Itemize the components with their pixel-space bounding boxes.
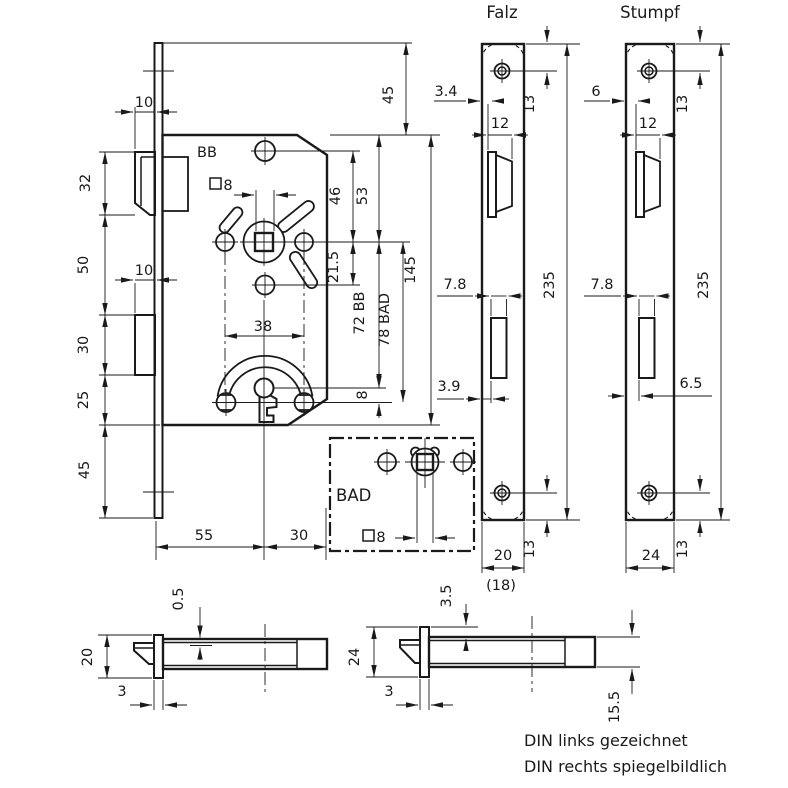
dead-bolt	[134, 314, 156, 376]
dim-bad-square: 8	[376, 530, 385, 546]
falz-latch-bevel	[495, 154, 513, 213]
dim-bolt-to-bottom: 25	[76, 391, 92, 409]
dim-case-height: 145	[403, 256, 419, 284]
label-bb: BB	[197, 145, 217, 161]
dim-bad-case-thickness: 15.5	[607, 691, 623, 723]
dim-falz-slot-width: 7.8	[443, 277, 466, 293]
dim-falz-screw-bottom: 13	[522, 540, 538, 558]
dim-hub-to-key-bad: 78 BAD	[377, 293, 393, 347]
bad-box-border	[328, 436, 476, 553]
falz-bolt-slot	[490, 317, 508, 379]
slot-ne	[277, 200, 315, 233]
latch-tail	[161, 156, 189, 212]
dim-backset: 55	[195, 528, 213, 544]
dim-bolt-protrusion: 10	[135, 263, 153, 279]
note-din-left: DIN links gezeichnet	[524, 731, 688, 750]
dim-hub-to-hole: 46	[328, 187, 344, 205]
dim-stumpf-slot-width: 7.8	[590, 277, 613, 293]
dim-stumpf-slot-offset: 6.5	[679, 376, 702, 392]
stumpf-latch-face	[635, 151, 645, 218]
dim-stumpf-plate-offset: 6	[591, 84, 600, 100]
dim-bad-plate-width: 24	[347, 648, 363, 666]
dim-bb-plate-width: 20	[80, 648, 96, 666]
dim-stumpf-plate-length: 235	[696, 271, 712, 299]
bad-variant-box: BAD 8	[328, 436, 476, 553]
dim-stumpf-latch-width: 12	[639, 116, 657, 132]
bad-faceplate-section	[419, 626, 430, 678]
dim-bottom-margin: 45	[77, 461, 93, 479]
dim-hub-to-stop: 21.5	[326, 251, 342, 283]
lock-case-outline	[161, 133, 329, 427]
dim-hub-to-key-bb: 72 BB	[352, 292, 368, 335]
dim-follower-square: 8	[223, 178, 232, 194]
dim-latch-protrusion: 10	[135, 95, 153, 111]
falz-title: Falz	[486, 3, 517, 22]
stumpf-view: Stumpf 6 12 13 235 7.8	[584, 3, 730, 573]
dim-bb-plate-thickness: 3	[117, 684, 126, 700]
side-view-bad: 3.5 24 3 15.5	[347, 584, 640, 723]
dim-falz-plate-length: 235	[542, 271, 558, 299]
label-bad: BAD	[336, 486, 371, 505]
stumpf-bolt-slot	[638, 317, 656, 379]
slot-nw	[218, 206, 244, 234]
dim-stumpf-plate-width: 24	[642, 548, 660, 564]
square-symbol	[209, 177, 222, 190]
falz-latch-face	[487, 151, 497, 218]
dim-bad-plate-thickness: 3	[384, 684, 393, 700]
din-notes: DIN links gezeichnet DIN rechts spiegelb…	[524, 731, 727, 776]
dim-falz-slot-offset: 3.9	[437, 379, 460, 395]
dim-hub-to-back: 30	[290, 528, 308, 544]
latch-bolt	[134, 151, 156, 216]
bb-faceplate-section	[153, 634, 164, 679]
bb-case-section	[161, 637, 329, 671]
dim-bb-latch-recess: 0.5	[171, 587, 187, 610]
dim-falz-latch-width: 12	[491, 116, 509, 132]
bad-latch-section	[399, 639, 421, 664]
bad-case-section	[427, 635, 597, 669]
stumpf-latch-bevel	[643, 154, 661, 213]
bb-latch-section	[133, 642, 155, 665]
square-symbol	[362, 529, 375, 542]
side-view-bb: 0.5 20 3	[80, 587, 329, 710]
dim-latch-height: 32	[78, 174, 94, 192]
arc-slot	[216, 354, 314, 399]
dim-falz-screw-top: 13	[522, 95, 538, 113]
main-view-dimensions: 32 50 30 25 45 10 10 45 145 46 53 21.5	[76, 42, 440, 560]
dim-bad-latch-recess: 3.5	[439, 584, 455, 607]
falz-view: Falz 3.4 12 13 235 7.8	[434, 3, 580, 594]
dim-falz-plate-offset: 3.4	[434, 84, 457, 100]
slot-se	[288, 251, 319, 289]
dim-top-offset: 45	[381, 86, 397, 104]
dim-hole-spacing: 38	[254, 319, 272, 335]
dim-bolt-height: 30	[76, 336, 92, 354]
dim-latch-to-bolt: 50	[76, 256, 92, 274]
note-din-right: DIN rechts spiegelbildlich	[524, 757, 727, 776]
dim-key-offset: 8	[355, 390, 371, 399]
falz-plate	[480, 42, 526, 522]
dim-case-top-to-hub: 53	[355, 187, 371, 205]
dim-stumpf-screw-bottom: 13	[675, 540, 691, 558]
main-view-lock-case: BB 8	[134, 42, 410, 560]
dim-falz-plate-width: 20	[494, 548, 512, 564]
dim-falz-plate-width-ref: (18)	[486, 578, 516, 594]
stumpf-title: Stumpf	[620, 3, 681, 22]
dim-stumpf-screw-top: 13	[675, 95, 691, 113]
stumpf-plate	[624, 42, 676, 522]
